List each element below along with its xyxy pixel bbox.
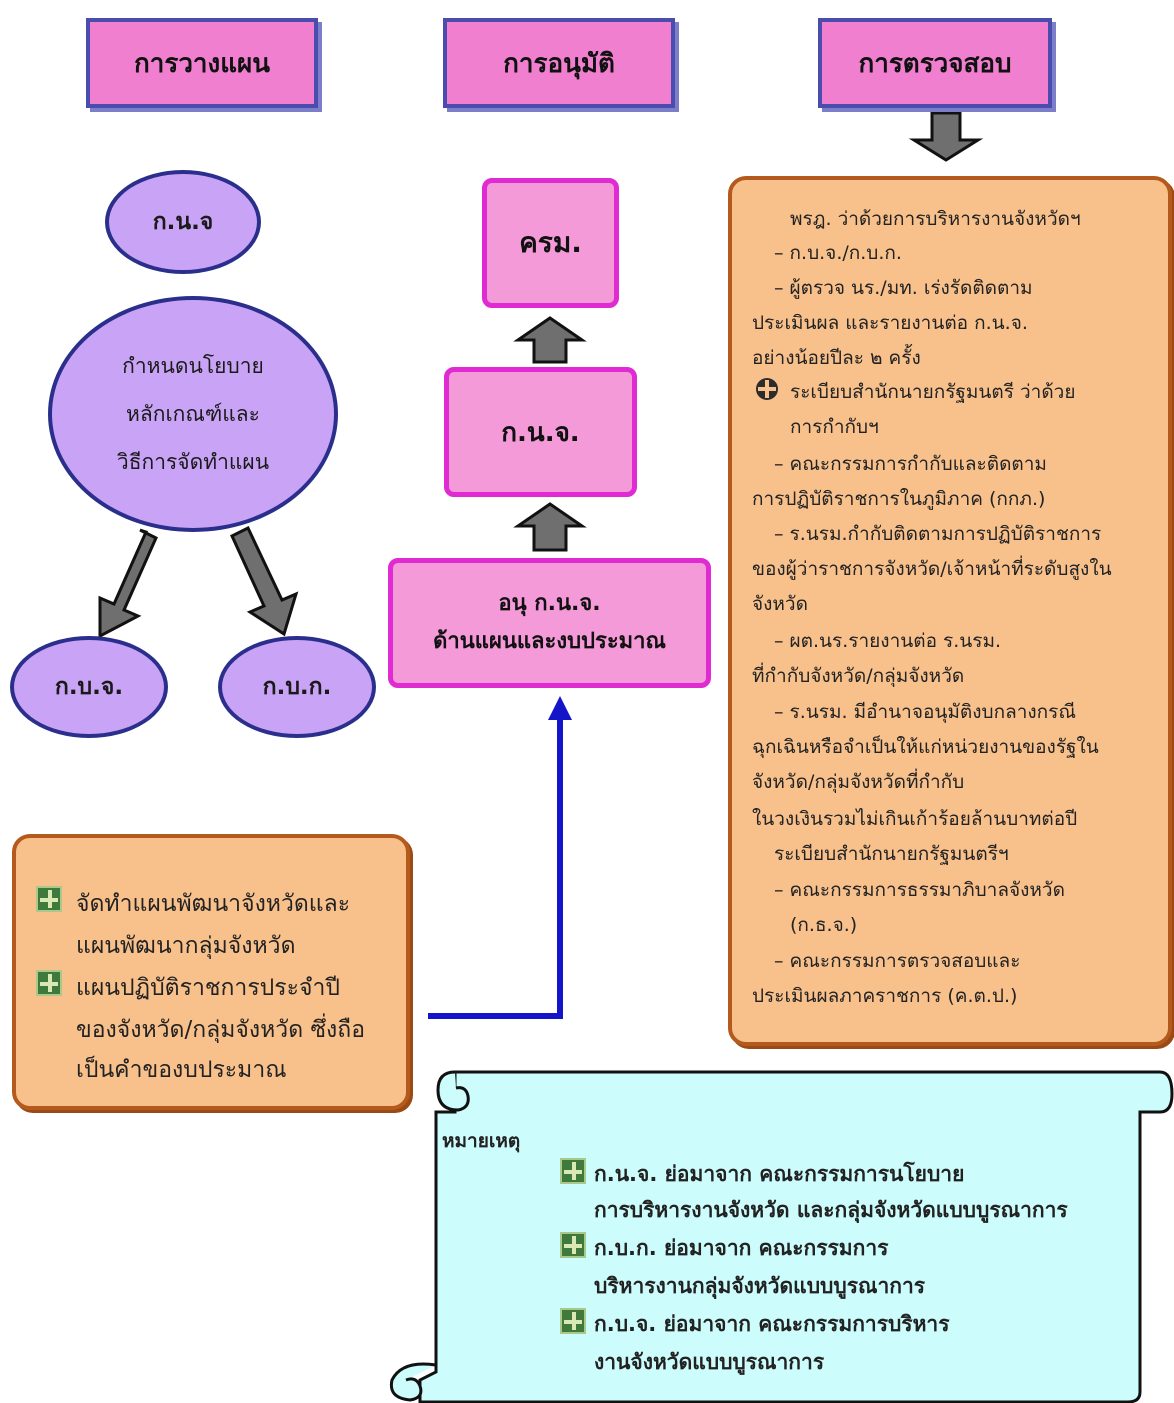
- inspection-line: – ก.บ.จ./ก.บ.ก.: [774, 242, 902, 264]
- note-line: การบริหารงานจังหวัด และกลุ่มจังหวัดแบบบู…: [594, 1198, 1068, 1222]
- node-kbj: ก.บ.จ.: [10, 636, 168, 738]
- plus-bullet-icon: [36, 886, 62, 912]
- inspection-panel: พรฎ. ว่าด้วยการบริหารงานจังหวัดฯ – ก.บ.จ…: [728, 176, 1172, 1046]
- inspection-line: ที่กำกับจังหวัด/กลุ่มจังหวัด: [752, 665, 965, 687]
- inspection-line: ในวงเงินรวมไม่เกินเก้าร้อยล้านบาทต่อปี: [752, 808, 1078, 830]
- node-subcommittee: อนุ ก.น.จ. ด้านแผนและงบประมาณ: [388, 558, 711, 688]
- inspection-line: การกำกับฯ: [790, 416, 879, 438]
- node-knj-approval: ก.น.จ.: [444, 367, 637, 497]
- inspection-line: พรฎ. ว่าด้วยการบริหารงานจังหวัดฯ: [790, 208, 1081, 230]
- inspection-line: ประเมินผลภาคราชการ (ค.ต.ป.): [752, 985, 1018, 1007]
- node-kbk: ก.บ.ก.: [218, 636, 376, 738]
- inspection-line: – คณะกรรมการตรวจสอบและ: [774, 950, 1021, 972]
- inspection-line: – คณะกรรมการธรรมาภิบาลจังหวัด: [774, 879, 1065, 901]
- plans-connector-arrow: [428, 696, 572, 1019]
- node-policy: กำหนดนโยบาย หลักเกณฑ์และ วิธีการจัดทำแผน: [48, 296, 338, 532]
- note-line: ก.บ.ก. ย่อมาจาก คณะกรรมการ: [594, 1236, 889, 1260]
- flower-bullet-icon: [756, 378, 778, 400]
- arrow-to-kbj-icon: [98, 528, 158, 639]
- header-inspection-label: การตรวจสอบ: [858, 48, 1012, 79]
- policy-line-1: กำหนดนโยบาย: [122, 354, 264, 378]
- inspection-line: ฉุกเฉินหรือจำเป็นให้แก่หน่วยงานของรัฐใน: [752, 736, 1099, 758]
- note-line: ก.น.จ. ย่อมาจาก คณะกรรมการนโยบาย: [594, 1162, 965, 1186]
- note-line: งานจังหวัดแบบบูรณาการ: [594, 1350, 825, 1374]
- inspection-line: – ร.นรม.กำกับติดตามการปฏิบัติราชการ: [774, 523, 1102, 545]
- note-line: ก.บ.จ. ย่อมาจาก คณะกรรมการบริหาร: [594, 1312, 950, 1336]
- inspection-line: อย่างน้อยปีละ ๒ ครั้ง: [752, 347, 921, 369]
- header-approval-label: การอนุมัติ: [503, 48, 615, 79]
- up-arrow-icon-upper: [513, 316, 587, 364]
- node-knj-planning: ก.น.จ: [105, 170, 261, 274]
- header-planning-label: การวางแผน: [134, 48, 270, 79]
- plus-bullet-icon: [36, 970, 62, 996]
- plans-line: จัดทำแผนพัฒนาจังหวัดและ: [76, 891, 351, 917]
- header-approval: การอนุมัติ: [443, 18, 675, 108]
- down-arrow-icon: [908, 111, 984, 162]
- node-kbk-label: ก.บ.ก.: [262, 674, 332, 700]
- node-cabinet-label: ครม.: [519, 226, 582, 259]
- up-arrow-icon-lower: [513, 502, 587, 552]
- inspection-line: – ร.นรม. มีอำนาจอนุมัติงบกลางกรณี: [774, 701, 1077, 723]
- inspection-line: ของผู้ว่าราชการจังหวัด/เจ้าหน้าที่ระดับส…: [752, 558, 1112, 580]
- subcommittee-line-1: อนุ ก.น.จ.: [498, 591, 601, 616]
- inspection-line: – ผู้ตรวจ นร./มท. เร่งรัดติดตาม: [774, 277, 1033, 299]
- inspection-line: ระเบียบสำนักนายกรัฐมนตรีฯ: [774, 843, 1009, 865]
- inspection-line: ประเมินผล และรายงานต่อ ก.น.จ.: [752, 312, 1028, 334]
- note-line: บริหารงานกลุ่มจังหวัดแบบบูรณาการ: [594, 1274, 926, 1298]
- inspection-line: ระเบียบสำนักนายกรัฐมนตรี ว่าด้วย: [790, 381, 1076, 403]
- plans-line: ของจังหวัด/กลุ่มจังหวัด ซึ่งถือ: [76, 1017, 366, 1043]
- plans-line: แผนพัฒนากลุ่มจังหวัด: [76, 933, 296, 959]
- plans-line: เป็นคำของบประมาณ: [76, 1057, 287, 1083]
- inspection-line: – คณะกรรมการกำกับและติดตาม: [774, 453, 1047, 475]
- inspection-line: – ผต.นร.รายงานต่อ ร.นรม.: [774, 630, 1002, 652]
- policy-line-3: วิธีการจัดทำแผน: [116, 450, 270, 474]
- plus-bullet-icon: [560, 1158, 586, 1184]
- node-knj-approval-label: ก.น.จ.: [501, 417, 580, 448]
- policy-line-2: หลักเกณฑ์และ: [126, 402, 260, 426]
- notes-scroll: [389, 1070, 1174, 1403]
- arrow-to-kbk-icon: [230, 525, 299, 637]
- inspection-line: (ก.ธ.จ.): [790, 914, 858, 936]
- inspection-line: จังหวัด/กลุ่มจังหวัดที่กำกับ: [752, 771, 965, 793]
- plans-line: แผนปฏิบัติราชการประจำปี: [76, 975, 340, 1001]
- subcommittee-line-2: ด้านแผนและงบประมาณ: [433, 629, 666, 654]
- inspection-line: จังหวัด: [752, 593, 808, 615]
- plus-bullet-icon: [560, 1232, 586, 1258]
- header-planning: การวางแผน: [86, 18, 318, 108]
- node-knj-planning-label: ก.น.จ: [152, 209, 214, 235]
- notes-content: หมายเหตุ ก.น.จ. ย่อมาจาก คณะกรรมการนโยบา…: [440, 1126, 1130, 1386]
- node-cabinet: ครม.: [482, 178, 619, 308]
- node-kbj-label: ก.บ.จ.: [54, 674, 124, 700]
- inspection-line: การปฏิบัติราชการในภูมิภาค (กกภ.): [752, 488, 1046, 510]
- header-inspection: การตรวจสอบ: [818, 18, 1052, 108]
- plans-box: จัดทำแผนพัฒนาจังหวัดและ แผนพัฒนากลุ่มจัง…: [12, 834, 410, 1110]
- notes-title: หมายเหตุ: [442, 1130, 521, 1152]
- plus-bullet-icon: [560, 1308, 586, 1334]
